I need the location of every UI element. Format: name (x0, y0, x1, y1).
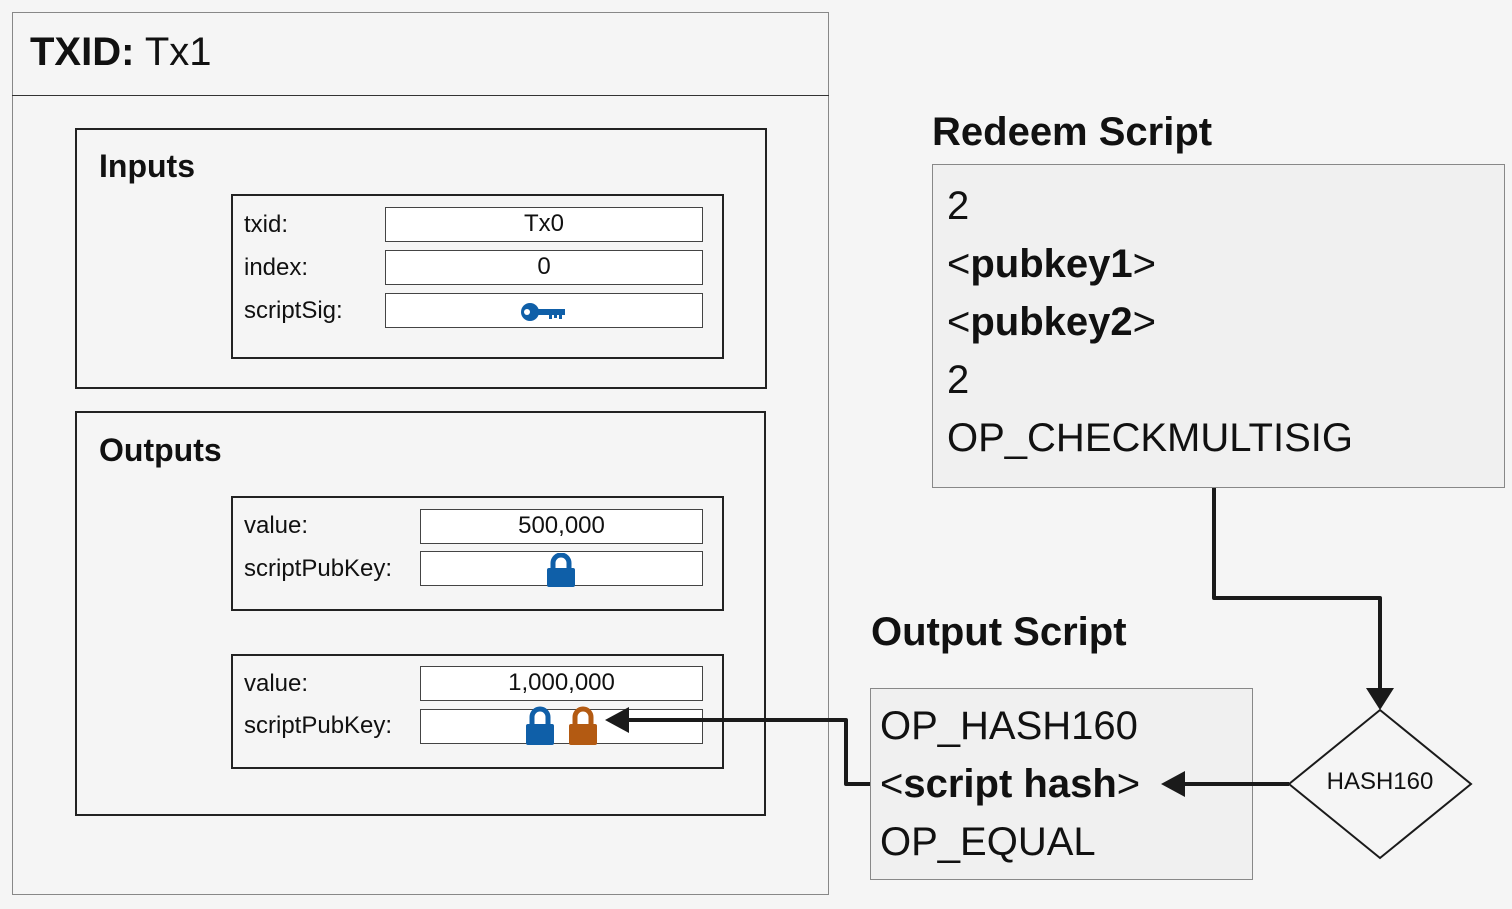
redeem-to-hash-arrow (1212, 488, 1382, 700)
redeem-script-line: <pubkey1> (947, 242, 1157, 286)
output-scriptpubkey-field (420, 551, 703, 587)
output-value-field: 1,000,000 (420, 666, 703, 701)
output-scriptpubkey-label: scriptPubKey: (244, 555, 393, 582)
output-scriptpubkey-field (420, 706, 703, 745)
hash160-label: HASH160 (1326, 768, 1434, 795)
output-script-line: OP_HASH160 (880, 704, 1138, 748)
outputs-title: Outputs (99, 432, 222, 468)
transaction-title: TXID: Tx1 (30, 30, 212, 75)
input-index-field: 0 (385, 250, 703, 285)
output-value-label: value: (244, 512, 309, 539)
input-scriptsig-field (385, 293, 703, 328)
output-value-field: 500,000 (420, 509, 703, 544)
input-txid-field: Tx0 (385, 207, 703, 242)
key-icon (521, 302, 565, 321)
output-script-box: OP_HASH160 <script hash> OP_EQUAL (870, 688, 1253, 880)
input-scriptsig-label: scriptSig: (244, 297, 343, 324)
lock-icon (547, 553, 575, 587)
input-index-label: index: (244, 254, 309, 281)
inputs-title: Inputs (99, 148, 195, 184)
lock-icon (526, 706, 554, 745)
output-script-title: Output Script (871, 610, 1127, 654)
lock-icon (569, 706, 597, 745)
redeem-script-line: 2 (947, 184, 970, 228)
redeem-script-box: 2 <pubkey1> <pubkey2> 2 OP_CHECKMULTISIG (932, 164, 1505, 488)
output-script-line: OP_EQUAL (880, 820, 1096, 864)
redeem-script-line: 2 (947, 358, 970, 402)
redeem-script-title: Redeem Script (932, 110, 1213, 154)
txid-label: TXID: (30, 30, 135, 74)
txid-value: Tx1 (144, 30, 212, 74)
output-script-line: <script hash> (880, 762, 1141, 806)
redeem-script-line: OP_CHECKMULTISIG (947, 416, 1353, 460)
redeem-script-line: <pubkey2> (947, 300, 1157, 344)
input-txid-label: txid: (244, 211, 289, 238)
transaction-header (12, 12, 829, 96)
output-value-label: value: (244, 670, 309, 697)
output-scriptpubkey-label: scriptPubKey: (244, 712, 393, 739)
